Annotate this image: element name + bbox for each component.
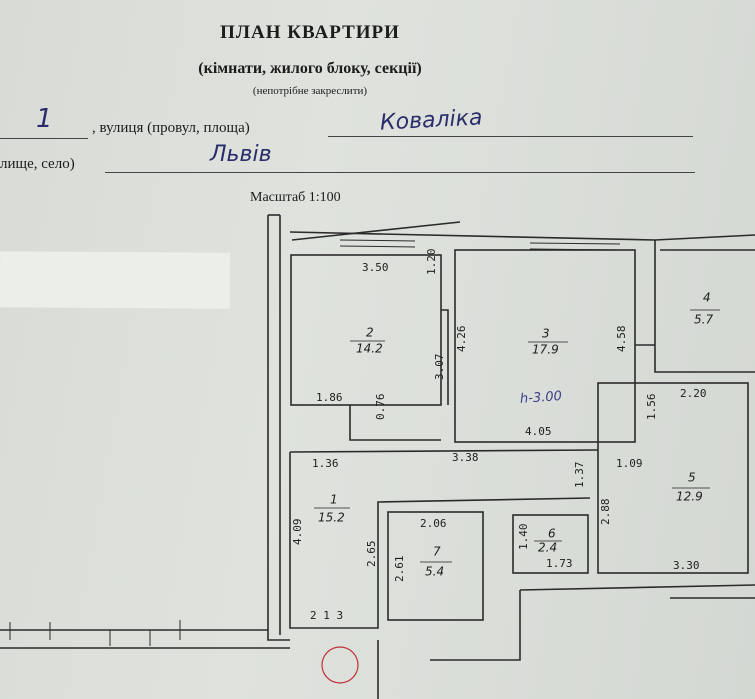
room-3-outline: [454, 249, 636, 443]
room-5-outline: [597, 382, 749, 574]
house-number-underline: [0, 138, 88, 139]
room-5-number: 5: [688, 471, 696, 485]
document-note: (непотрібне закреслити): [252, 85, 368, 97]
dim-0-76: 0.76: [374, 394, 387, 421]
settlement-label: лище, село): [0, 156, 75, 172]
dim-1-56: 1.56: [645, 394, 658, 421]
room-5-area: 12.9: [676, 490, 703, 504]
room-1-number: 1: [330, 493, 338, 507]
street-label: , вулиця (провул, площа): [92, 120, 250, 136]
city-handwritten: Львів: [210, 142, 272, 167]
dim-3-50: 3.50: [362, 261, 389, 274]
dim-1-36: 1.36: [312, 457, 339, 470]
window-ticks: [9, 620, 181, 646]
dim-2-20: 2.20: [680, 387, 707, 400]
room-1-outline: [289, 452, 591, 629]
ceiling-height: h-3.00: [520, 389, 563, 407]
room-2-outline: [290, 254, 442, 406]
house-number-handwritten: 1: [36, 104, 53, 134]
room-4-area: 5.7: [694, 313, 713, 327]
room-6-area: 2.4: [538, 541, 557, 555]
room-3-area: 17.9: [532, 343, 559, 357]
dim-3-30: 3.30: [673, 559, 700, 572]
bottom-wall-right: [519, 584, 755, 591]
window-room3: [529, 242, 621, 251]
room-1-area: 15.2: [318, 511, 345, 525]
room-7-number: 7: [433, 545, 441, 559]
room-4-number: 4: [703, 291, 711, 305]
dim-4-05: 4.05: [525, 425, 552, 438]
room-2-notch: [441, 309, 449, 405]
dim-1-20: 1.20: [425, 249, 438, 276]
room-2-number: 2: [366, 326, 374, 340]
dim-1-86: 1.86: [316, 391, 343, 404]
outer-wall-left: [267, 215, 290, 641]
bottom-stair: [430, 590, 521, 661]
room-6-outline: [512, 514, 589, 574]
dim-1-73: 1.73: [546, 557, 573, 570]
room-2-lower: [349, 405, 441, 441]
room-7-area: 5.4: [425, 565, 444, 579]
room-1-top: [289, 449, 599, 453]
dim-1-09: 1.09: [616, 457, 643, 470]
room-2-area: 14.2: [356, 342, 383, 356]
subtitle-text: (кімнати, жилого блоку, секції): [198, 60, 422, 77]
dim-4-58: 4.58: [615, 326, 628, 353]
dim-2-06: 2.06: [420, 517, 447, 530]
wall-room4: [654, 240, 755, 373]
dim-3-38: 3.38: [452, 451, 479, 464]
dim-2-61: 2.61: [393, 556, 406, 583]
dim-1-37: 1.37: [573, 462, 586, 489]
scale-label: Масштаб 1:100: [250, 190, 341, 205]
dim-3-07: 3.07: [433, 354, 446, 381]
settlement-underline: [105, 172, 695, 173]
dim-1-40: 1.40: [517, 524, 530, 551]
room-6-number: 6: [548, 527, 556, 541]
window-room2: [339, 239, 416, 248]
document-title: ПЛАН КВАРТИРИ: [220, 22, 400, 43]
room-3-number: 3: [542, 327, 550, 341]
street-underline: [328, 136, 693, 137]
room-7-outline: [387, 511, 484, 621]
dim-2-13: 2 1 3: [310, 609, 343, 622]
roof-diagonal: [291, 221, 461, 241]
dim-2-88: 2.88: [599, 499, 612, 526]
document-subtitle: (кімнати, жилого блоку, секції): [0, 60, 620, 78]
dim-2-65: 2.65: [365, 541, 378, 568]
dim-4-26: 4.26: [455, 326, 468, 353]
door-arc: [321, 646, 359, 684]
dim-4-09: 4.09: [291, 519, 304, 546]
